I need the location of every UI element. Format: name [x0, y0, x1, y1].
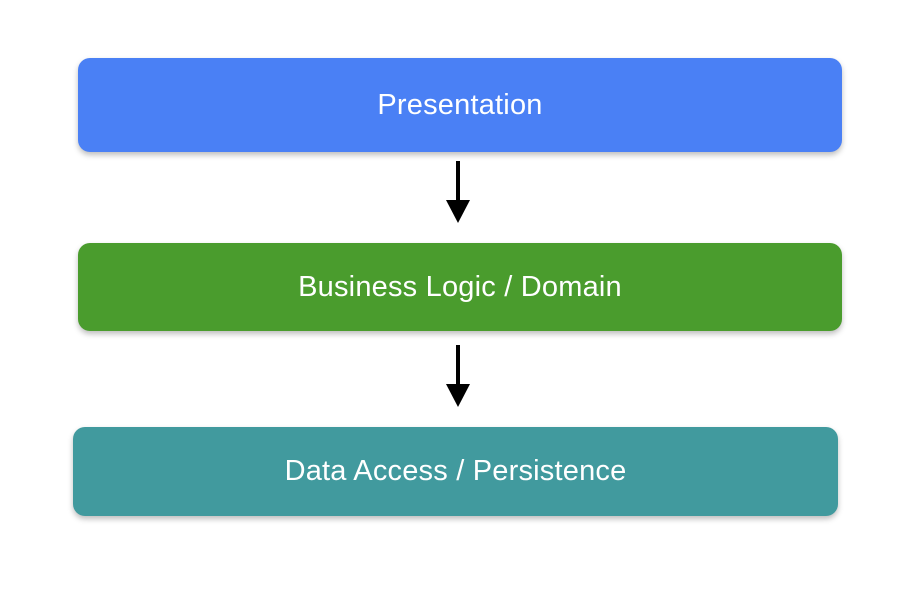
layer-label-presentation: Presentation — [377, 88, 543, 121]
layer-label-data-access: Data Access / Persistence — [284, 455, 627, 487]
layer-label-business-logic: Business Logic / Domain — [298, 270, 622, 303]
layer-box-data-access[interactable]: Data Access / Persistence — [73, 427, 838, 516]
arrow-down-icon-business-to-data — [446, 345, 470, 407]
layer-box-presentation[interactable]: Presentation — [78, 58, 842, 152]
layer-box-business-logic[interactable]: Business Logic / Domain — [78, 243, 842, 331]
arrow-down-icon-presentation-to-business — [446, 161, 470, 223]
